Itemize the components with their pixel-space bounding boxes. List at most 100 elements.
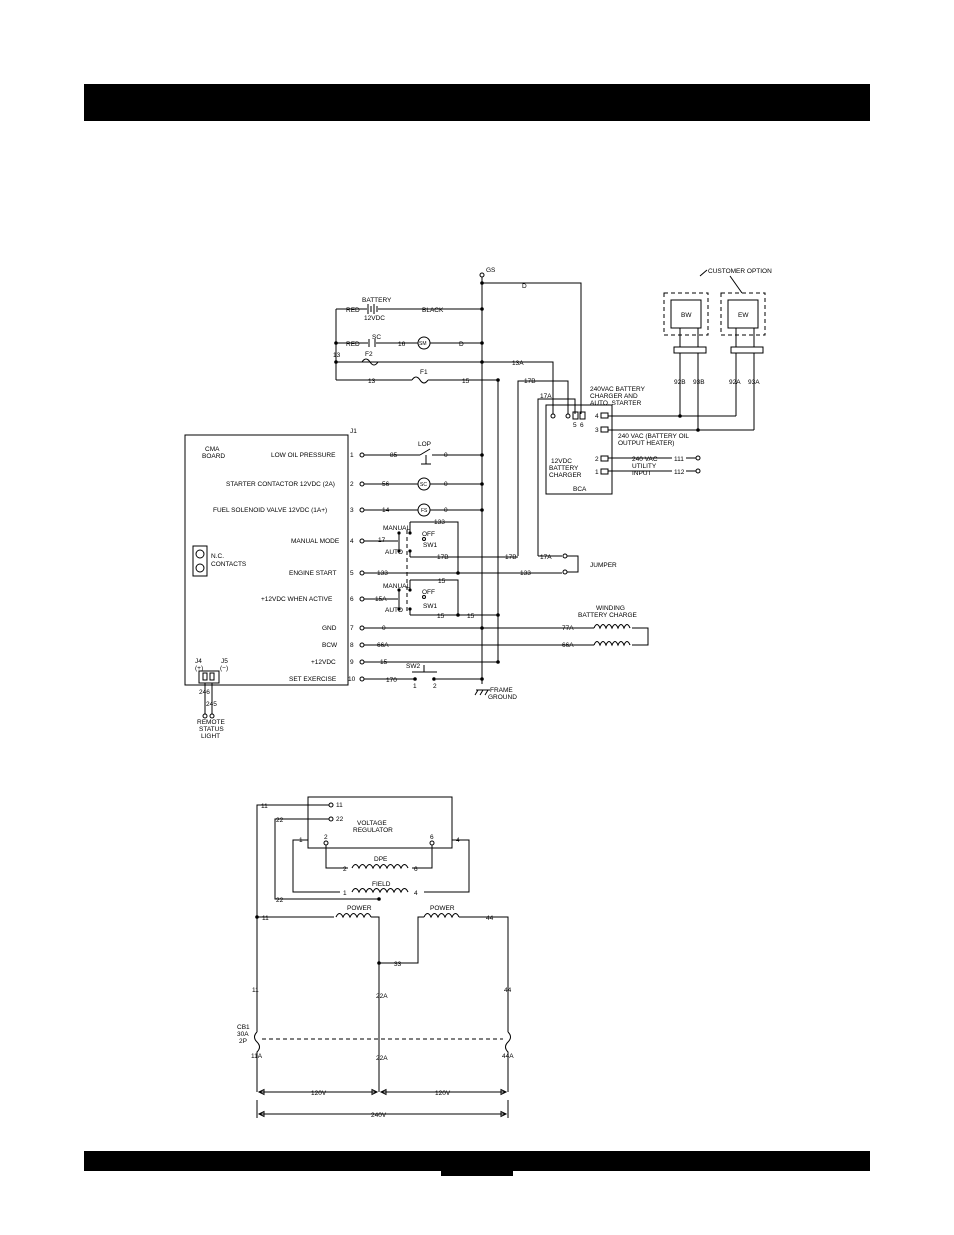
cb1-right [505,1031,511,1092]
pin-number: 1 [350,452,354,459]
winding-return [632,627,649,646]
sw2-contact [413,677,417,681]
connector-pin [209,672,215,681]
wire-label: 2 [343,866,347,873]
utility-terminal [695,468,701,474]
fuse-f2 [361,358,379,366]
junction [678,414,682,418]
voltage-label: 120V [435,1090,451,1097]
fs-label: FS [421,508,428,514]
wire-label: 17A [540,393,552,400]
wire-13a [336,361,554,414]
j5-label: (−) [220,665,228,672]
voltage-label: 120V [311,1090,327,1097]
wire-label: 44 [504,987,512,994]
power-1-return [371,916,380,1092]
bus-junctions [480,281,500,681]
bca-terminal [565,413,571,419]
voltage-dimension-120-left [257,1088,379,1096]
pin-number: 7 [350,625,354,632]
pin-number: 5 [350,570,354,577]
junction [377,961,381,965]
heater-ew [727,299,759,329]
voltage-dimension-120-right [379,1088,508,1096]
wire-label: RED [346,307,360,314]
j4-j5-connector [198,670,220,684]
row-label: BCW [322,642,338,649]
status-light-terminal [209,713,215,719]
j4-label: J4 [195,658,202,665]
wire-label: 77A [562,625,574,632]
wire-label: 15A [375,596,387,603]
terminal-label: 1 [595,469,599,476]
bca-title: CHARGER AND [590,393,638,400]
wire-label: 11A [251,1053,263,1060]
wire-label: RED [346,341,360,348]
heater-bw [670,299,702,329]
sm-label: SM [419,341,427,347]
off-position [422,595,426,599]
sw-label: SW1 [423,603,437,610]
heater-bw-leads [679,328,699,430]
charger-label: BATTERY [549,465,579,472]
sc-coil-label: SC [420,482,427,488]
bca-title: 240VAC BATTERY [590,386,646,393]
wire-label: 93B [693,379,705,386]
wire-label: 66A [377,642,389,649]
junction [334,360,338,364]
winding-label: WINDING [596,605,625,612]
wire-label: 56 [382,481,390,488]
cb1-label: 30A [237,1031,249,1038]
wire-133-upper [410,521,459,573]
field-coil [351,887,409,894]
wire-label: 14 [382,507,390,514]
wire-label: D [522,283,527,290]
pin-number: 10 [348,676,356,683]
junction [255,915,259,919]
nc-contact [195,549,205,559]
status-light-label: STATUS [199,726,224,733]
wire-label: 133 [434,519,445,526]
sw2-label: 1 [413,683,417,690]
vr-terminal [429,840,435,846]
wire-label: 0 [444,481,448,488]
battery-plates [367,304,378,314]
bca-terminal-2 [600,455,609,462]
heater-ew-leads [735,328,755,430]
wire-label: 44A [502,1053,514,1060]
field-right-lead [424,839,470,893]
vr-label: VOLTAGE [357,820,387,827]
wire-label: 11 [252,987,259,994]
voltage-regulator [307,796,453,849]
charger-label: 12VDC [551,458,572,465]
utility-label: UTILITY [632,463,657,470]
wire-label: 112 [674,469,685,476]
wire-label: 16 [398,341,406,348]
cb1-label: 2P [239,1038,247,1045]
sc-label: SC [372,334,381,341]
wire-label: D [459,341,464,348]
wire-label: 1 [299,837,303,844]
vr-label: REGULATOR [353,827,393,834]
wire-15-sw1 [410,579,498,616]
utility-label: INPUT [632,470,652,477]
wire-label: 17B [505,554,517,561]
wire-label: 85 [390,452,398,459]
vr-terminal [323,840,329,846]
vr-terminal [328,816,334,822]
wire-label: 15 [380,659,388,666]
sw2-button [412,665,437,673]
connector-pin [202,672,208,681]
wire-label: 13 [333,352,341,359]
ground-label: GROUND [488,694,517,701]
status-light-terminal [202,713,208,719]
dpe-leads [325,845,433,869]
wire-label: 1 [343,890,347,897]
cma-label: BOARD [202,453,225,460]
sc-contact [368,339,376,347]
sc-coil [417,477,431,491]
lop-label: LOP [418,441,431,448]
sw-label: MANUAL [383,525,410,532]
starter-motor-symbol [417,336,431,350]
